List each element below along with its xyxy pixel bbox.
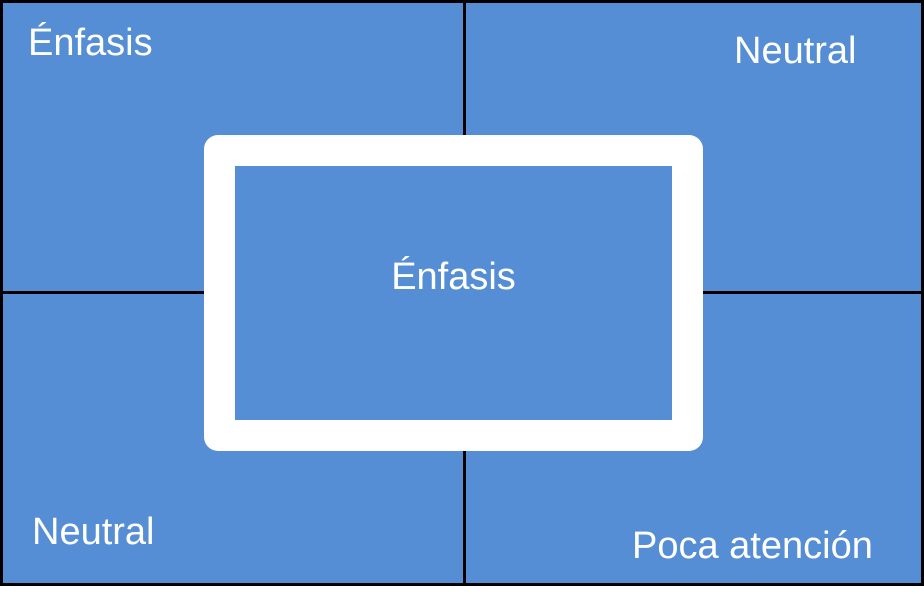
center-box: Énfasis <box>235 166 672 420</box>
quadrant-top-right-label: Neutral <box>734 30 857 72</box>
center-label: Énfasis <box>391 256 516 298</box>
center-frame: Énfasis <box>204 135 703 451</box>
quadrant-bottom-left-label: Neutral <box>32 511 155 553</box>
quadrant-bottom-right-label: Poca atención <box>632 525 873 567</box>
quadrant-top-left-label: Énfasis <box>28 22 153 64</box>
